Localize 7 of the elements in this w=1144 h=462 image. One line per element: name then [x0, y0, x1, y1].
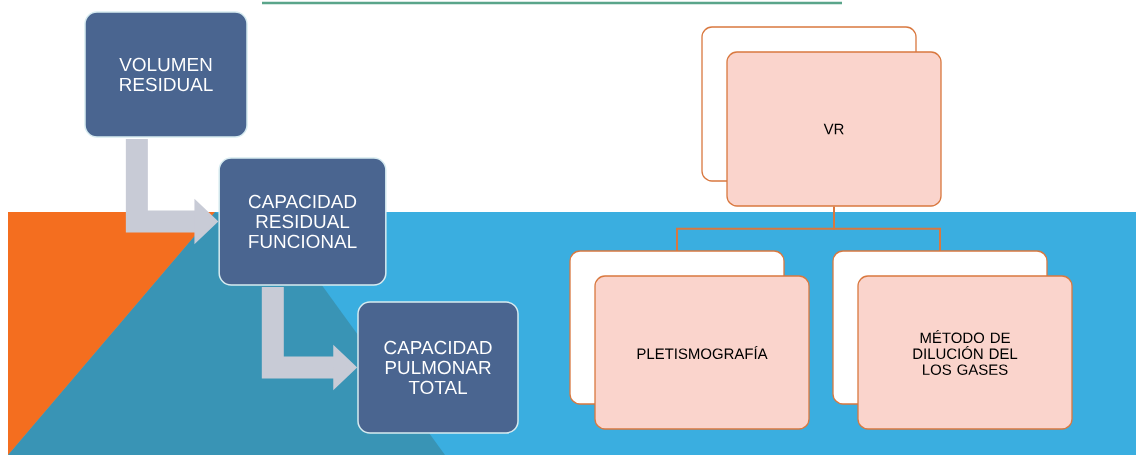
- stacked-box: VR: [701, 26, 942, 207]
- process-box: CAPACIDAD RESIDUAL FUNCIONAL: [218, 157, 387, 286]
- stacked-box: PLETISMOGRAFÍA: [569, 250, 810, 430]
- process-box: CAPACIDAD PULMONAR TOTAL: [357, 301, 519, 434]
- connector-line: [833, 205, 941, 252]
- stacked-box: MÉTODO DE DILUCIÓN DEL LOS GASES: [832, 250, 1073, 430]
- process-box: VOLUMEN RESIDUAL: [84, 11, 248, 138]
